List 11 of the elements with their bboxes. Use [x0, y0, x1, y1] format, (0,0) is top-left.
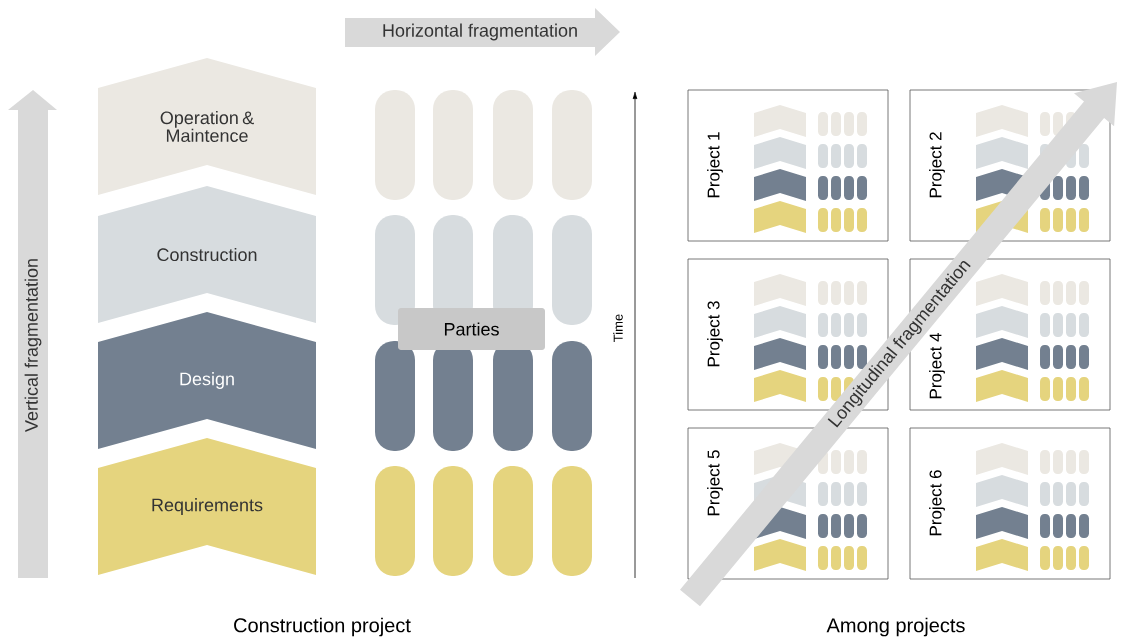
phase-band: Construction: [98, 186, 316, 323]
project-box: Project 6: [909, 427, 1111, 580]
project-box: Project 5: [687, 427, 889, 580]
phase-band: Design: [98, 312, 316, 449]
phase-band: Operation & Maintence: [98, 58, 316, 195]
caption-text: Time: [613, 314, 623, 342]
project-box: Project 1: [687, 89, 889, 242]
caption-text: Among projects: [826, 617, 965, 637]
parties-box: Parties: [398, 308, 545, 350]
phase-band: Requirements: [98, 438, 316, 575]
caption-text: Construction project: [234, 617, 411, 637]
